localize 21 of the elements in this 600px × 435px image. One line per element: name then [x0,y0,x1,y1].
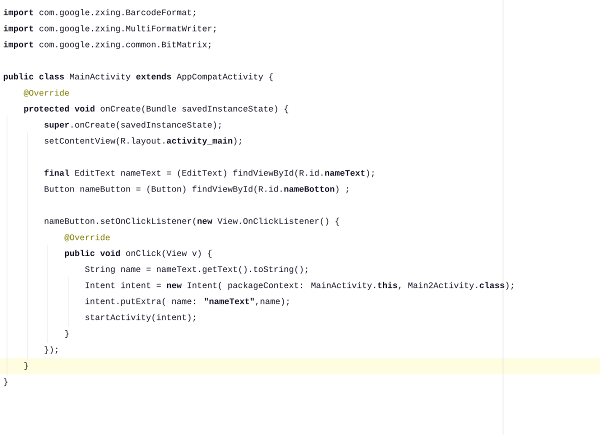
code-line: } [65,330,69,338]
code-line: import com.google.zxing.common.BitMatrix; [4,41,210,50]
code-line: setContentView(R.layout.activity_main); [44,137,242,146]
code-line: Intent intent = new Intent( packageContext: MainActivity.this, Main2Activity.class); [86,282,514,290]
code-line: public class MainActivity extends AppCompatActivity { [4,73,273,82]
code-line: Button nameButton = (Button) findViewById(R.id.nameBotton) ; [44,186,348,194]
code-line: import com.google.zxing.BarcodeFormat; [4,9,196,17]
code-line: } [24,362,28,370]
code-line: protected void onCreate(Bundle savedInstanceState) { [24,105,288,114]
code-line: } [4,378,8,386]
code-line: startActivity(intent); [86,314,196,322]
code-line: public void onClick(View v) { [64,250,212,258]
code-line: super.onCreate(savedInstanceState); [44,121,221,130]
code-line: import com.google.zxing.MultiFormatWriter; [4,25,216,34]
code-line: }); [44,346,58,354]
code-line: String name = nameText.getText().toString(); [85,266,308,274]
code-line: nameButton.setOnClickListener(new View.OnClickListener() { [44,218,340,226]
code-line: @Override [24,90,69,97]
code-line: @Override [64,234,110,242]
code-line: intent.putExtra( name: "nameText",name); [85,298,289,306]
code-line: final EditText nameText = (EditText) findViewById(R.id.nameText); [44,169,374,178]
